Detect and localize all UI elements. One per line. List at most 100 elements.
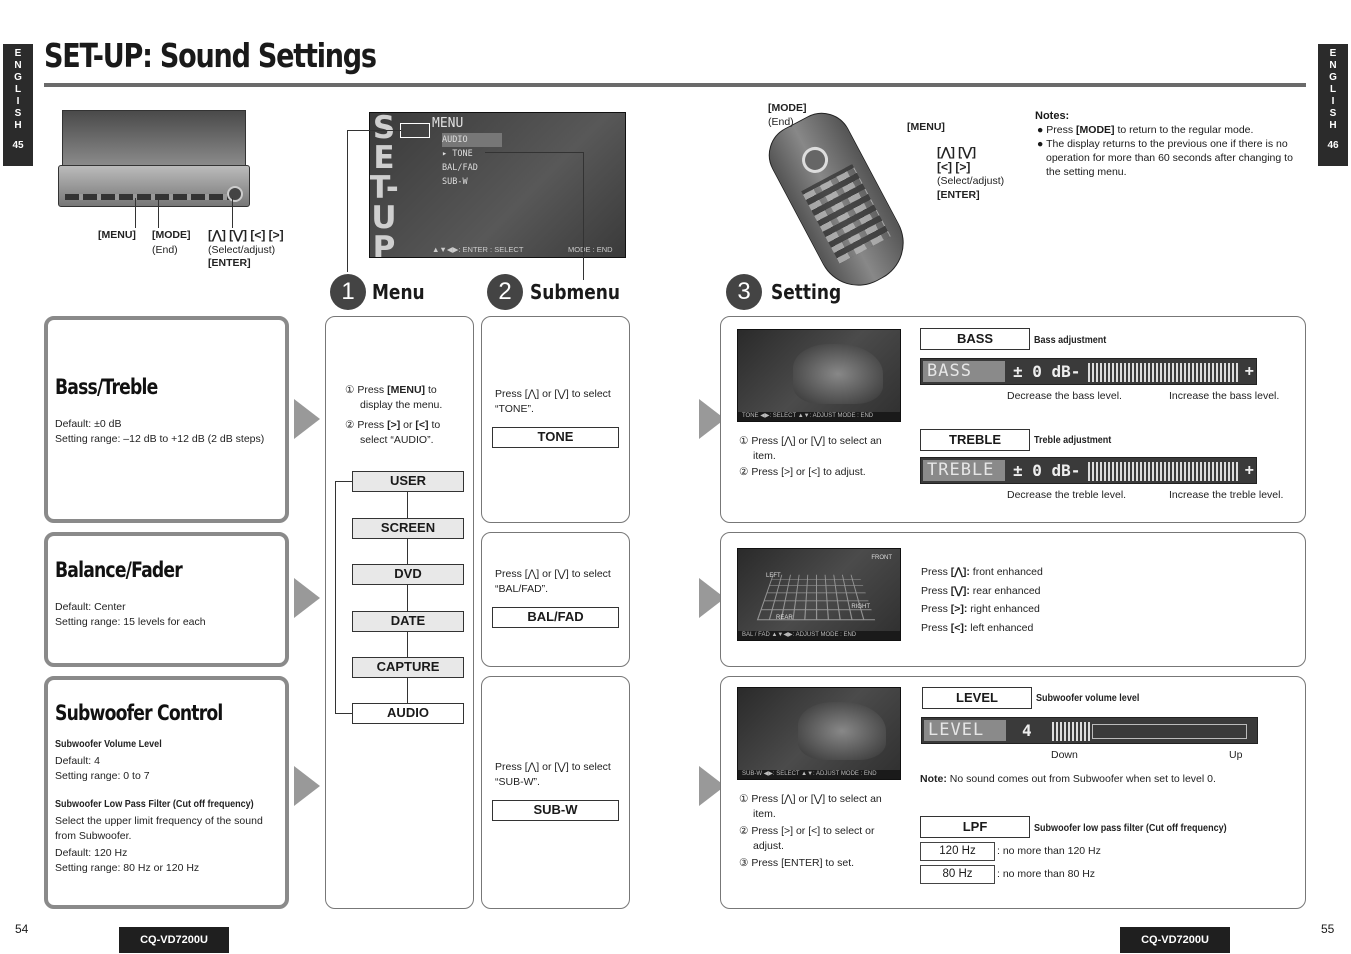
step-title-menu: Menu [372, 280, 425, 304]
section-bass-treble: Bass/Treble Default: ±0 dB Setting range… [44, 316, 289, 523]
menu-screen-footer-left: ▲▼◀▶: ENTER : SELECT [432, 245, 524, 254]
balfad-screen-thumbnail: FRONT LEFT RIGHT REAR BAL / FAD ▲▼◀▶: AD… [737, 548, 901, 641]
menu-button-date[interactable]: DATE [352, 611, 464, 632]
flow-arrow-icon [294, 578, 320, 618]
remote-mode-label: [MODE] [768, 102, 807, 114]
vertical-setup-text: SET-UP [369, 112, 399, 258]
notes: Notes: ● Press [MODE] to return to the r… [1035, 109, 1303, 179]
subw-instruction-2: ② Press [>] or [<] to select or adjust. [739, 825, 875, 852]
menu-screen-title: MENU [432, 116, 464, 131]
title-rule [44, 83, 1306, 87]
page-number-left: 54 [15, 922, 29, 936]
unit-mode-label: [MODE] [152, 229, 191, 241]
tone-instruction-2: ② Press [>] or [<] to adjust. [739, 466, 866, 478]
note-item: ● The display returns to the previous on… [1037, 138, 1293, 178]
subw-instruction-3: ③ Press [ENTER] to set. [739, 857, 855, 869]
balance-instructions: Press [⋀]: front enhanced Press [⋁]: rea… [921, 563, 1043, 637]
remote-keypad [801, 163, 891, 264]
section-balance-fader: Balance/Fader Default: Center Setting ra… [44, 532, 289, 667]
submenu-panel-subw: Press [⋀] or [⋁] to select “SUB-W”. [481, 676, 630, 909]
balance-line: Press [<]: left enhanced [921, 621, 1034, 634]
remote-arrows-label-1: [⋀] [⋁] [937, 145, 977, 159]
lpf-desc: Subwoofer low pass filter (Cut off frequ… [1034, 822, 1227, 834]
menu-screen-items: AUDIO ▸ TONE BAL/FAD SUB-W [442, 133, 502, 189]
car-graphic [793, 344, 883, 404]
treble-increase-label: Increase the treble level. [1169, 489, 1284, 501]
bass-desc: Bass adjustment [1034, 334, 1107, 346]
submenu-button-tone[interactable]: TONE [492, 427, 619, 448]
treble-item-button[interactable]: TREBLE [920, 429, 1030, 451]
lpf-item-button[interactable]: LPF [920, 816, 1030, 838]
subw-instruction-1: ① Press [⋀] or [⋁] to select an item. [739, 793, 882, 820]
remote-arrows-label-2: [<] [>] [937, 160, 971, 174]
flow-arrow-icon [294, 399, 320, 439]
car-graphic [798, 702, 886, 760]
language-tab-left: E N G L I S H 45 [3, 44, 33, 166]
tone-screen-thumbnail: TONE ◀▶: SELECT ▲▼: ADJUST MODE : END [737, 329, 901, 422]
remote-joystick-icon [797, 142, 833, 178]
button-row [65, 194, 235, 200]
remote-select-label: (Select/adjust) [937, 175, 1005, 187]
menu-button-screen[interactable]: SCREEN [352, 518, 464, 539]
remote-enter-label: [ENTER] [937, 189, 980, 201]
menu-button-capture[interactable]: CAPTURE [352, 657, 464, 678]
page-number-right: 55 [1321, 922, 1335, 936]
joystick-icon [227, 186, 243, 202]
treble-lcd: TREBLE ± 0 dB- + [920, 457, 1257, 484]
menu-instruction-1: ① Press [MENU] to display the menu. [345, 384, 443, 411]
step-title-setting: Setting [771, 280, 842, 304]
bass-decrease-label: Decrease the bass level. [1007, 390, 1122, 402]
page-tab-number: 46 [1327, 140, 1339, 151]
submenu-button-balfad[interactable]: BAL/FAD [492, 607, 619, 628]
tone-instruction-1: ① Press [⋀] or [⋁] to select an item. [739, 435, 882, 462]
menu-instruction-2: ② Press [>] or [<] to select “AUDIO”. [345, 419, 441, 446]
lpf-option-120-desc: : no more than 120 Hz [997, 845, 1101, 857]
submenu-panel-balfad: Press [⋀] or [⋁] to select “BAL/FAD”. [481, 532, 630, 667]
section-title: Balance/Fader [55, 558, 183, 582]
section-title: Bass/Treble [55, 375, 158, 399]
unit-end-label: (End) [152, 244, 178, 256]
menu-button-user[interactable]: USER [352, 471, 464, 492]
remote-end-label: (End) [768, 116, 794, 128]
bass-item-button[interactable]: BASS [920, 328, 1030, 350]
submenu-button-subw[interactable]: SUB-W [492, 800, 619, 821]
step-badge-2: 2 [487, 274, 523, 310]
lpf-option-80-desc: : no more than 80 Hz [997, 868, 1096, 880]
section-title: Subwoofer Control [55, 701, 223, 725]
level-item-button[interactable]: LEVEL [922, 687, 1032, 709]
monitor-screen [62, 110, 246, 166]
head-unit-body [58, 165, 250, 207]
step-badge-3: 3 [726, 274, 762, 310]
lpf-option-80[interactable]: 80 Hz [920, 865, 995, 884]
treble-desc: Treble adjustment [1034, 434, 1112, 446]
remote-menu-label: [MENU] [907, 121, 945, 133]
language-tab-right: E N G L I S H 46 [1318, 44, 1348, 166]
level-lcd: LEVEL 4 [921, 717, 1258, 744]
bass-increase-label: Increase the bass level. [1169, 390, 1280, 402]
balance-line: Press [⋀]: front enhanced [921, 566, 1043, 578]
unit-select-label: (Select/adjust) [208, 244, 276, 256]
treble-decrease-label: Decrease the treble level. [1007, 489, 1127, 501]
remote-control [758, 102, 918, 300]
level-down-label: Down [1051, 749, 1078, 761]
level-up-label: Up [1229, 749, 1243, 761]
section-subwoofer: Subwoofer Control Subwoofer Volume Level… [44, 676, 289, 909]
step-badge-1: 1 [330, 274, 366, 310]
unit-arrows-label: [⋀] [⋁] [<] [>] [208, 228, 284, 242]
subw-screen-thumbnail: SUB-W ◀▶: SELECT ▲▼: ADJUST MODE : END [737, 687, 901, 780]
balance-line: Press [>]: right enhanced [921, 603, 1040, 615]
unit-enter-label: [ENTER] [208, 257, 251, 269]
page-title: SET-UP: Sound Settings [44, 36, 377, 75]
menu-button-audio[interactable]: AUDIO [352, 703, 464, 724]
level-desc: Subwoofer volume level [1036, 692, 1140, 704]
menu-button-dvd[interactable]: DVD [352, 564, 464, 585]
note-item: ● Press [MODE] to return to the regular … [1037, 124, 1254, 136]
lpf-option-120[interactable]: 120 Hz [920, 842, 995, 861]
model-badge-left: CQ-VD7200U [119, 927, 229, 953]
unit-menu-label: [MENU] [98, 229, 136, 241]
flow-arrow-icon [294, 766, 320, 806]
model-badge-right: CQ-VD7200U [1120, 927, 1230, 953]
submenu-panel-tone: Press [⋀] or [⋁] to select “TONE”. [481, 316, 630, 523]
subwoofer-note: Note: No sound comes out from Subwoofer … [920, 773, 1216, 785]
menu-title-highlight [400, 123, 430, 138]
